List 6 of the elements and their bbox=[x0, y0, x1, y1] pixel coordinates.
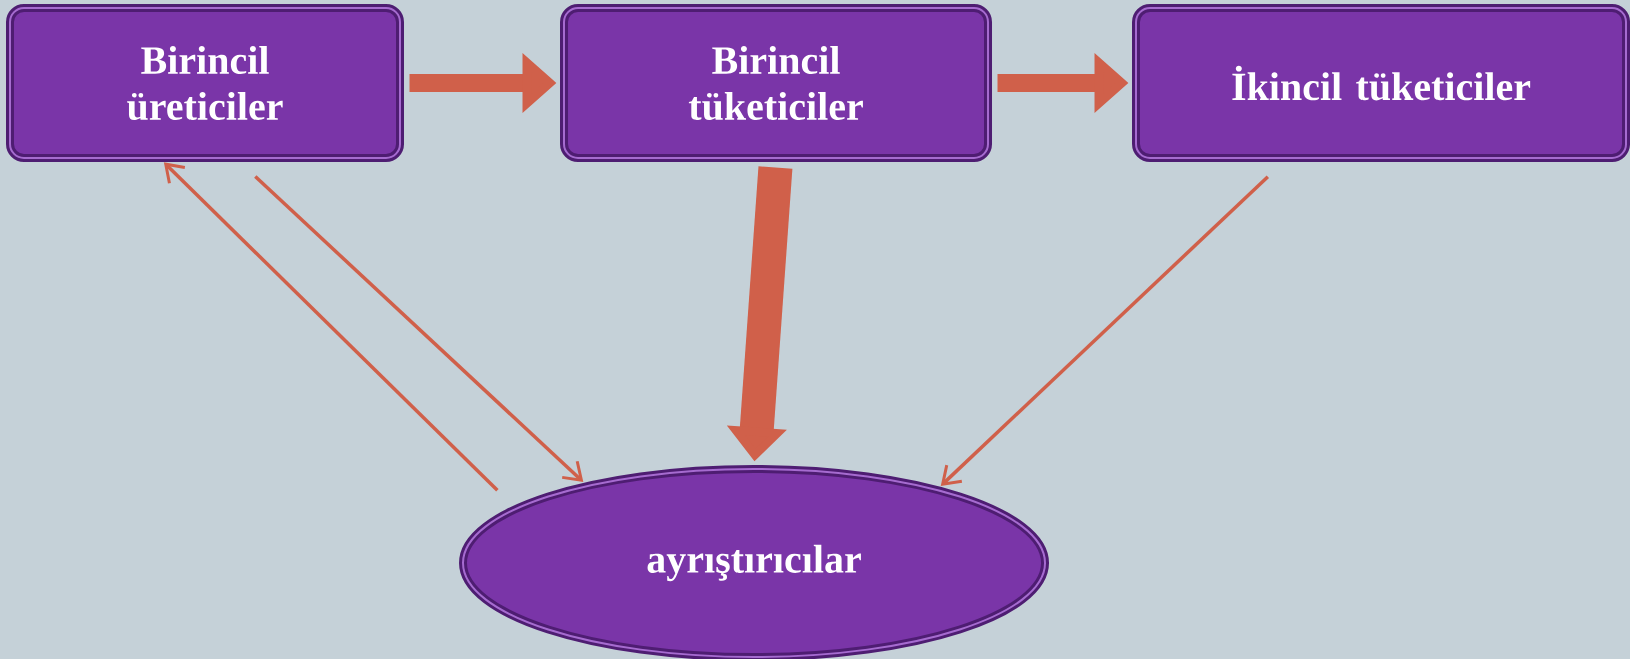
process-box: İkincil tüketiciler bbox=[1132, 4, 1630, 162]
arrow bbox=[254, 175, 584, 483]
process-box: Birincil üreticiler bbox=[6, 4, 404, 162]
arrow bbox=[163, 162, 499, 492]
arrow bbox=[940, 175, 1270, 486]
process-box: Birincil tüketiciler bbox=[560, 4, 992, 162]
